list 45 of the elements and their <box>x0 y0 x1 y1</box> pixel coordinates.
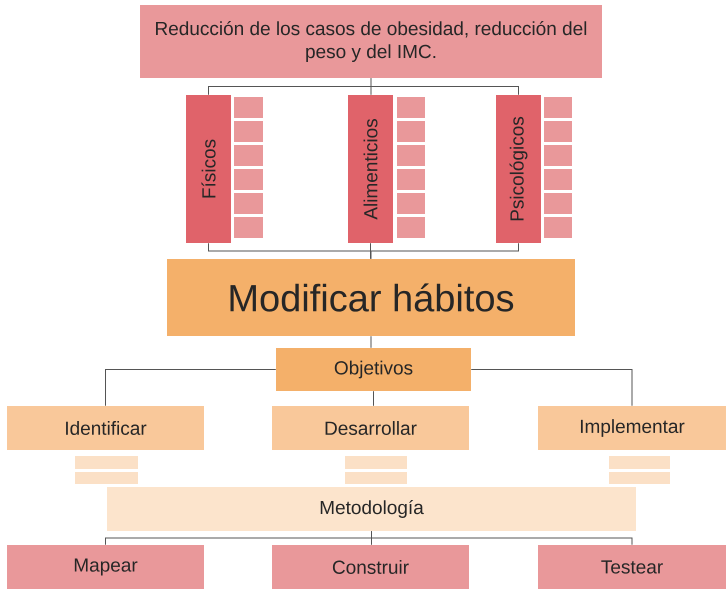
placeholder-box <box>397 193 425 214</box>
placeholder-box <box>609 456 670 469</box>
step-box: Mapear <box>7 545 204 589</box>
placeholder-box <box>397 169 425 190</box>
connector-line <box>371 530 632 546</box>
connector-line <box>470 369 632 406</box>
connector-line <box>370 78 519 96</box>
placeholder-box <box>544 145 572 166</box>
step-box: Construir <box>272 545 469 589</box>
placeholder-box <box>609 472 670 484</box>
placeholder-box <box>234 145 263 166</box>
placeholder-box <box>75 472 138 484</box>
connector-line <box>105 369 276 406</box>
goal-box: Reducción de los casos de obesidad, reducción del peso y del IMC. <box>140 5 602 78</box>
category-box: Físicos <box>186 95 231 243</box>
connector-line <box>370 336 372 348</box>
category-box: Alimenticios <box>348 95 393 243</box>
placeholder-box <box>397 217 425 238</box>
objective-box: Implementar <box>538 406 726 450</box>
category-box: Psicológicos <box>496 95 541 243</box>
placeholder-box <box>75 456 138 469</box>
placeholder-box <box>544 217 572 238</box>
placeholder-box <box>234 217 263 238</box>
step-box: Testear <box>538 545 726 589</box>
connector-line <box>370 242 519 260</box>
placeholder-box <box>345 472 407 484</box>
placeholder-box <box>544 97 572 118</box>
placeholder-box <box>234 121 263 142</box>
placeholder-box <box>234 193 263 214</box>
placeholder-box <box>234 97 263 118</box>
connector-line <box>370 242 371 260</box>
objective-header-box: Objetivos <box>276 348 471 391</box>
placeholder-box <box>397 145 425 166</box>
placeholder-box <box>397 121 425 142</box>
objective-box: Desarrollar <box>272 406 469 450</box>
placeholder-box <box>397 97 425 118</box>
method-box: Metodología <box>107 487 636 531</box>
placeholder-box <box>345 456 407 469</box>
placeholder-box <box>544 121 572 142</box>
main-box: Modificar hábitos <box>167 259 575 336</box>
objective-box: Identificar <box>7 406 204 450</box>
placeholder-box <box>544 169 572 190</box>
placeholder-box <box>234 169 263 190</box>
placeholder-box <box>544 193 572 214</box>
connector-line <box>373 390 374 406</box>
